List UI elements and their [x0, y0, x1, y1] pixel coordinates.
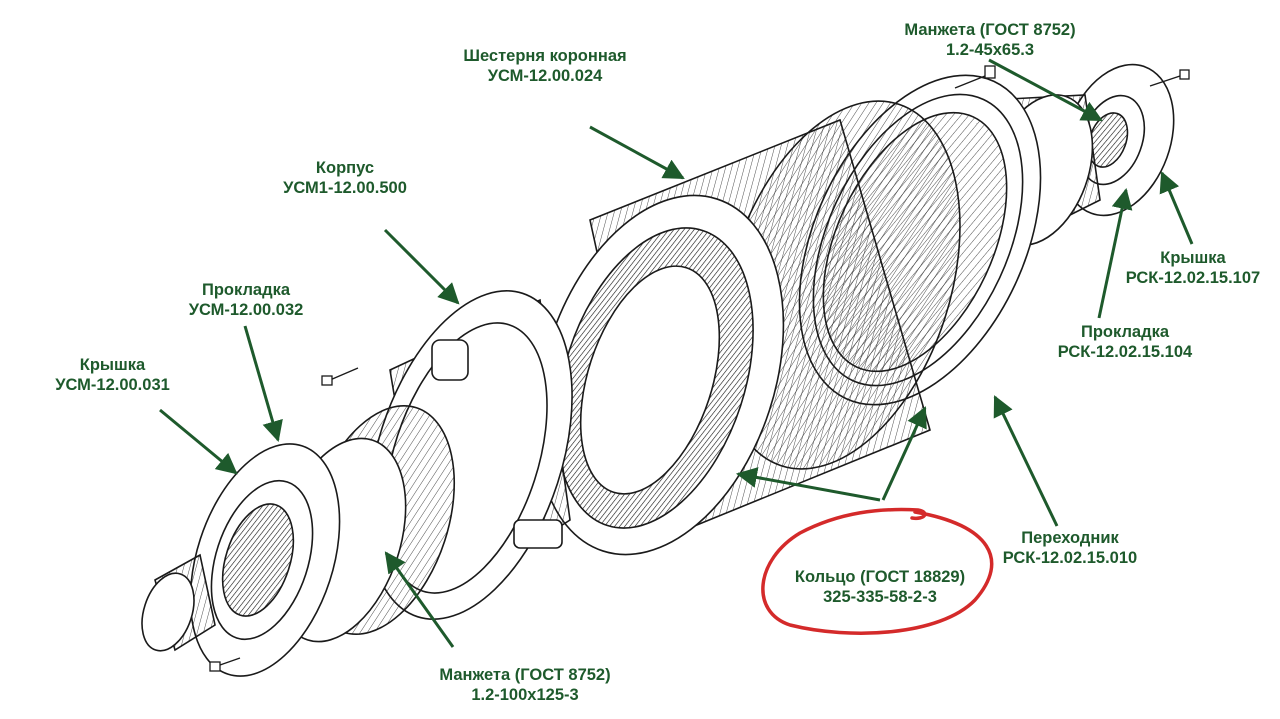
pointer-arrows: [159, 58, 1194, 648]
bolts: [209, 65, 1190, 672]
cover-left-part: [189, 443, 341, 677]
label-o-ring: Кольцо (ГОСТ 18829)325-335-58-2-3: [794, 568, 966, 606]
label-seal-top: Манжета (ГОСТ 8752)1.2-45х65.3: [904, 21, 1076, 59]
ring-gear-part: [535, 100, 961, 556]
housing-part: [273, 290, 573, 643]
end-cap-part: [141, 553, 216, 652]
label-seal-bottom: Манжета (ГОСТ 8752)1.2-100х125-3: [439, 666, 611, 704]
highlight-circle: [761, 507, 994, 635]
